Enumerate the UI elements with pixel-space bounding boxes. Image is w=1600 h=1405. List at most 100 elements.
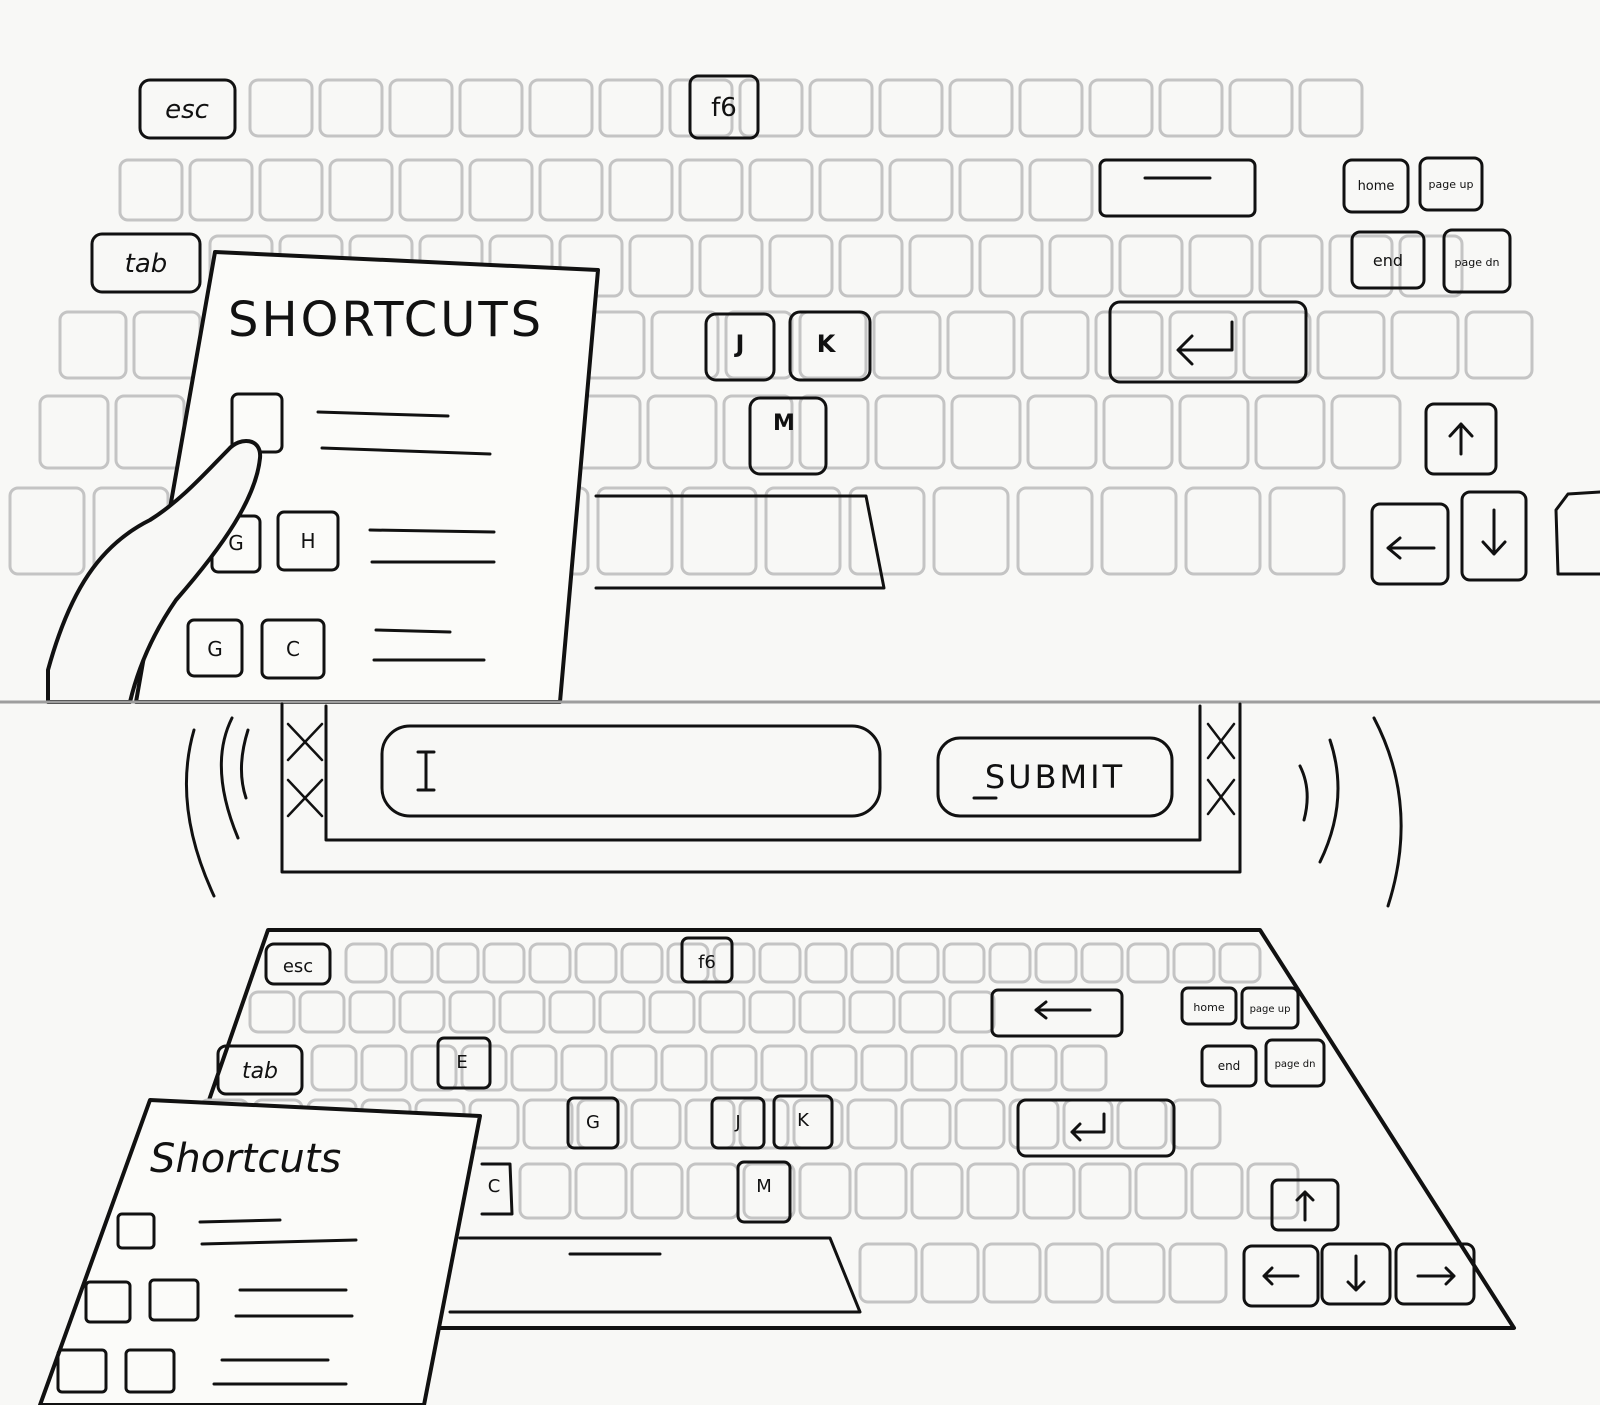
top-key-j[interactable]: J: [704, 312, 776, 382]
ghost-key: [1010, 1044, 1058, 1092]
ghost-key: [560, 1044, 608, 1092]
bottom-key-tab[interactable]: tab: [216, 1044, 304, 1096]
bottom-key-arrow-down[interactable]: [1320, 1242, 1392, 1306]
top-key-space[interactable]: [594, 494, 886, 590]
ghost-key: [1080, 942, 1124, 984]
bottom-key-g[interactable]: G: [566, 1096, 620, 1150]
top-key-k[interactable]: K: [788, 310, 872, 382]
ghost-key: [758, 942, 802, 984]
bottom-key-page-down[interactable]: page dn: [1264, 1038, 1326, 1088]
bottom-key-page-down-label: page dn: [1275, 1059, 1316, 1070]
text-input[interactable]: [380, 724, 882, 818]
top-key-f6[interactable]: f6: [688, 74, 760, 140]
top-key-home[interactable]: home: [1342, 158, 1410, 214]
ghost-key: [954, 1098, 1006, 1150]
shortcut-description: [198, 1218, 358, 1246]
bottom-key-tab-label: tab: [242, 1059, 278, 1084]
bottom-key-space[interactable]: [448, 1236, 862, 1314]
pointing-finger: [46, 439, 263, 704]
bottom-key-arrow-left[interactable]: [1242, 1244, 1320, 1308]
top-panel: esc f6 tab home page up: [8, 74, 1600, 704]
ghost-key: [804, 942, 848, 984]
ghost-key: [1028, 158, 1094, 222]
ghost-key: [874, 394, 946, 470]
bottom-key-end[interactable]: end: [1200, 1044, 1258, 1088]
top-key-page-up[interactable]: page up: [1418, 156, 1484, 212]
ghost-key: [760, 1044, 808, 1092]
bottom-key-k[interactable]: K: [772, 1094, 834, 1150]
ghost-key: [398, 990, 446, 1034]
top-key-tab[interactable]: tab: [90, 232, 202, 294]
bottom-key-arrow-up[interactable]: [1270, 1178, 1340, 1232]
ghost-key: [1390, 310, 1460, 380]
top-key-m[interactable]: M: [748, 396, 828, 476]
bottom-key-home[interactable]: home: [1180, 986, 1238, 1026]
ghost-key: [458, 78, 524, 138]
ghost-key: [1016, 486, 1094, 576]
ghost-key: [58, 310, 128, 380]
top-key-end[interactable]: end: [1350, 230, 1426, 290]
ghost-key: [328, 158, 394, 222]
top-key-arrow-up[interactable]: [1424, 402, 1498, 476]
bottom-key-c-label: C: [488, 1176, 501, 1197]
bottom-form-bar: SUBMIT: [184, 702, 1403, 908]
ghost-key: [948, 78, 1014, 138]
ghost-key: [878, 78, 944, 138]
ghost-key: [908, 234, 974, 298]
ghost-key: [646, 394, 718, 470]
ghost-key: [854, 1162, 908, 1220]
bottom-key-m[interactable]: M: [736, 1160, 792, 1224]
top-card-row-3-key-2: C: [286, 637, 300, 661]
ghost-key: [798, 394, 870, 470]
ghost-key: [1118, 234, 1184, 298]
submit-button[interactable]: SUBMIT: [936, 736, 1174, 818]
bottom-key-enter[interactable]: [1016, 1098, 1176, 1158]
ghost-key: [1116, 1098, 1168, 1150]
ghost-key: [1020, 310, 1090, 380]
top-key-esc[interactable]: esc: [138, 78, 237, 140]
ghost-key: [1258, 234, 1324, 298]
ghost-key: [910, 1044, 958, 1092]
top-key-end-label: end: [1373, 251, 1403, 270]
bottom-shortcuts-card[interactable]: Shortcuts: [38, 1098, 482, 1405]
ghost-key: [388, 78, 454, 138]
ghost-key: [1126, 942, 1170, 984]
bottom-key-c[interactable]: C: [480, 1162, 514, 1216]
ghost-key: [920, 1242, 980, 1304]
bottom-key-arrow-right[interactable]: [1394, 1242, 1476, 1306]
ghost-key: [574, 1162, 628, 1220]
ghost-key: [114, 394, 186, 470]
ghost-key: [950, 394, 1022, 470]
top-key-arrow-left[interactable]: [1370, 502, 1450, 586]
bottom-key-esc[interactable]: esc: [264, 942, 332, 986]
ghost-key: [518, 1162, 572, 1220]
bottom-key-page-up[interactable]: page up: [1240, 986, 1300, 1030]
shortcut-description: [368, 528, 496, 564]
ghost-key: [798, 1162, 852, 1220]
left-arrow-icon: [1034, 1000, 1092, 1020]
ghost-key: [344, 942, 388, 984]
ghost-key: [1168, 310, 1238, 380]
bottom-key-j[interactable]: J: [710, 1096, 766, 1150]
top-key-arrow-right-partial[interactable]: [1554, 490, 1600, 576]
ghost-key: [1158, 78, 1224, 138]
top-key-backspace[interactable]: [1098, 158, 1257, 218]
shortcut-key: [116, 1212, 156, 1250]
bottom-key-e[interactable]: E: [436, 1036, 492, 1090]
top-shortcuts-card[interactable]: SHORTCUTS G H G C: [134, 250, 600, 704]
top-key-arrow-down[interactable]: [1460, 490, 1528, 582]
ghost-key: [1044, 1242, 1104, 1304]
return-icon: [1070, 1112, 1106, 1142]
bottom-key-backspace[interactable]: [990, 988, 1124, 1038]
ghost-key: [1328, 234, 1394, 298]
bottom-key-page-up-label: page up: [1250, 1004, 1291, 1015]
ghost-key: [538, 158, 604, 222]
bottom-key-f6[interactable]: f6: [680, 936, 734, 984]
ghost-key: [948, 990, 996, 1034]
ghost-key: [982, 1242, 1042, 1304]
ghost-key: [818, 158, 884, 222]
top-key-page-down[interactable]: page dn: [1442, 228, 1512, 294]
top-key-enter[interactable]: [1108, 300, 1308, 384]
top-key-f6-label: f6: [711, 93, 737, 123]
